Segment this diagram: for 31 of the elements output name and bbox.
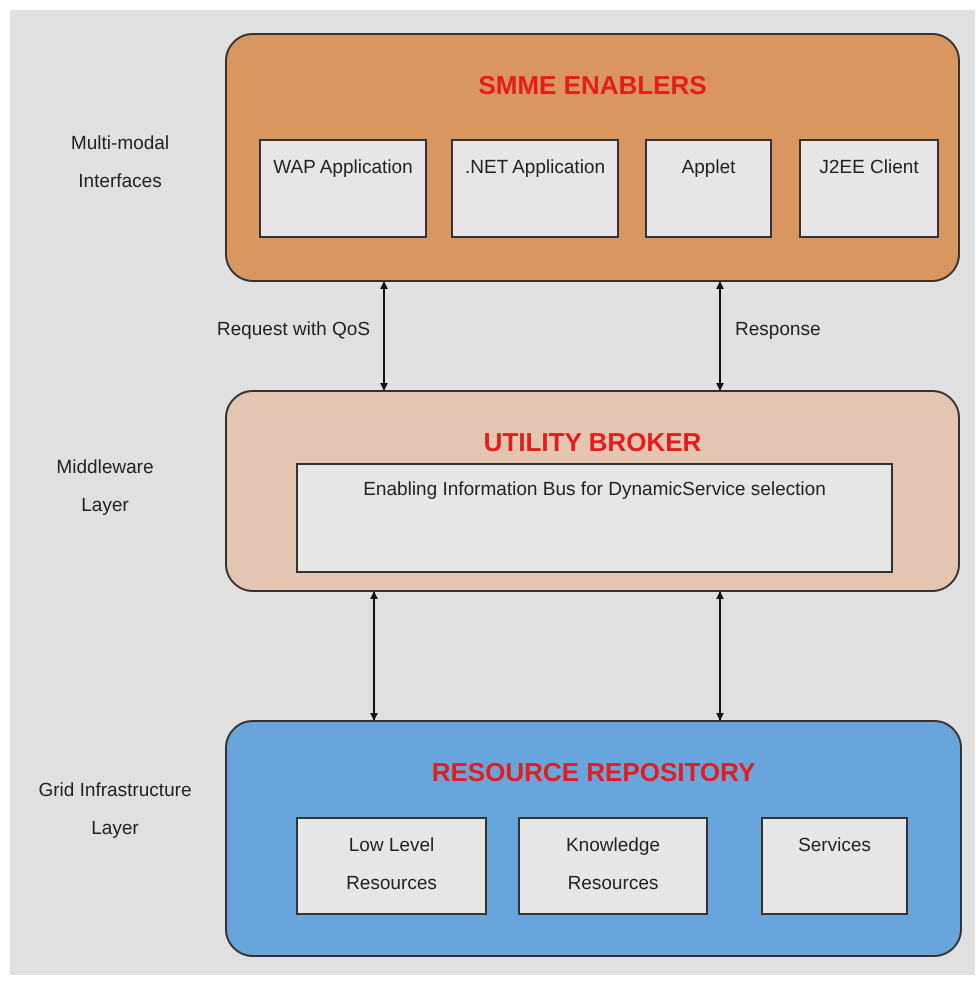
component-box [296,817,487,915]
component-label: WAP Application [273,156,413,180]
double-arrow [370,591,378,721]
layer-label: Multi-modal Interfaces [70,132,170,194]
component-label: Knowledge Resources [564,834,662,896]
component-box [761,817,908,915]
component-label: .NET Application [464,156,606,180]
component-box [645,139,772,238]
layer-title: SMME ENABLERS [478,69,707,102]
component-box [296,463,893,573]
double-arrow [716,281,724,391]
layer-label: Middleware Layer [55,456,155,518]
layer-panel [225,390,960,592]
component-box [451,139,619,238]
layer-label: Grid Infrastructure Layer [37,778,193,840]
component-label: Services [798,834,871,858]
edge-label: Response [735,319,821,340]
layer-title: UTILITY BROKER [484,426,702,458]
component-box [259,139,427,238]
component-label: Enabling Information Bus for DynamicService selection [363,478,826,502]
double-arrow [716,591,724,721]
double-arrow [380,281,388,391]
layer-panel [225,33,960,282]
component-label: J2EE Client [819,156,919,180]
component-box [799,139,939,238]
layer-title: RESOURCE REPOSITORY [432,756,756,788]
component-label: Applet [682,156,736,180]
edge-label: Request with QoS [216,319,370,340]
component-box [518,817,708,915]
layer-panel [225,720,962,957]
component-label: Low Level Resources [345,834,438,896]
